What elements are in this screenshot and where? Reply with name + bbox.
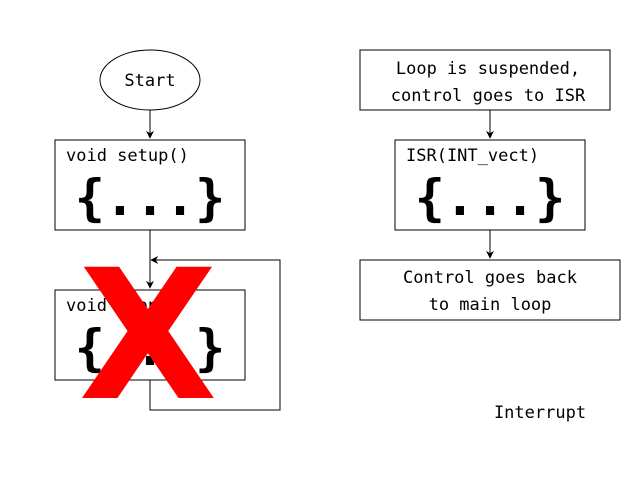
loop-back-arrow	[149, 256, 281, 411]
loop-title: void loop()	[66, 296, 179, 316]
loop-body: {...}	[75, 319, 226, 377]
return-line-2: to main loop	[429, 295, 552, 315]
isr-title: ISR(INT_vect)	[406, 146, 539, 166]
loop-cross-mark: X	[79, 232, 218, 441]
setup-title: void setup()	[66, 146, 189, 166]
suspend-box	[359, 49, 611, 111]
return-line-1: Control goes back	[403, 268, 577, 288]
isr-body: {...}	[415, 169, 566, 227]
suspend-line-2: control goes to ISR	[391, 86, 586, 106]
start-label: Start	[124, 71, 175, 91]
suspend-line-1: Loop is suspended,	[396, 59, 580, 79]
setup-box	[54, 139, 246, 231]
return-box	[359, 259, 621, 321]
setup-body: {...}	[75, 169, 226, 227]
diagram-caption: Interrupt	[494, 403, 586, 423]
